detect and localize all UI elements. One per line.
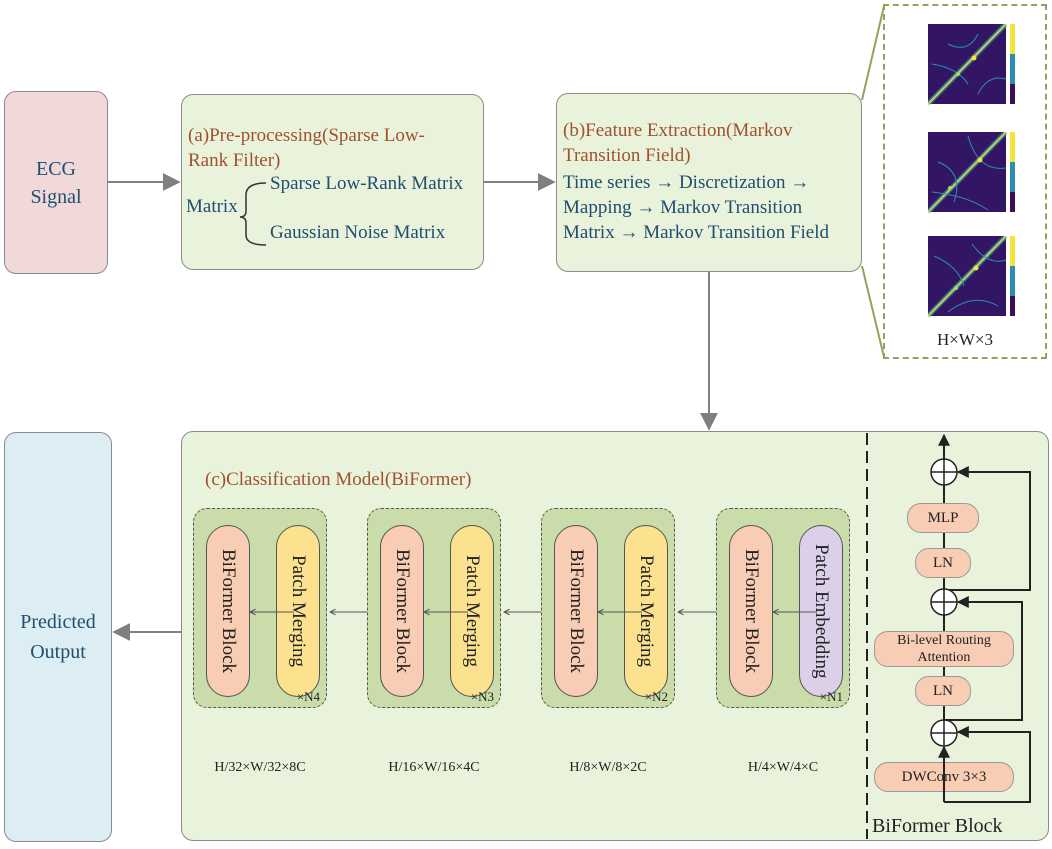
predicted-label-line2: Output	[30, 641, 86, 663]
biformer-block-title: BiFormer Block	[872, 815, 1003, 837]
attention-label-line1: Bi-level Routing	[897, 633, 991, 648]
mtf-images-panel: H×W×3	[883, 4, 1047, 359]
feature-desc-line1: Time series → Discretization →	[563, 172, 810, 193]
mlp-box: MLP	[907, 503, 979, 533]
attention-box: Bi-level Routing Attention	[874, 631, 1014, 667]
mtf-image-1	[928, 24, 1015, 106]
ecg-signal-box: ECG Signal	[4, 91, 108, 274]
feature-extraction-box: (b)Feature Extraction(Markov Transition …	[556, 93, 862, 272]
stage-multiplier: ×N4	[296, 689, 320, 704]
plus-icon	[931, 459, 957, 746]
stage-3-dim: H/16×W/16×4C	[388, 760, 480, 775]
mtf-size-label: H×W×3	[937, 330, 993, 349]
ln-box-top: LN	[915, 548, 971, 578]
patch-merging-pill: Patch Merging	[450, 525, 494, 697]
stage-2-dim: H/8×W/8×2C	[569, 760, 647, 775]
biformer-block-pill: BiFormer Block	[380, 525, 424, 697]
stage-multiplier: ×N2	[644, 689, 668, 704]
preprocessing-box: (a)Pre-processing(Sparse Low- Rank Filte…	[181, 94, 484, 270]
stage-4-dim: H/32×W/32×8C	[214, 760, 306, 775]
mtf-image-3	[928, 236, 1015, 318]
feature-title-line2: Transition Field)	[563, 145, 691, 166]
predicted-output-box: Predicted Output	[4, 432, 112, 842]
ecg-label-line1: ECG	[36, 157, 76, 180]
patch-merging-pill: Patch Merging	[276, 525, 320, 697]
stage-multiplier: ×N3	[470, 689, 494, 704]
brace-icon	[239, 182, 267, 246]
zoom-line-top	[861, 5, 885, 101]
stage-3: BiFormer Block Patch Merging ×N3	[367, 508, 501, 708]
biformer-block-pill: BiFormer Block	[206, 525, 250, 697]
feature-desc-line2: Mapping → Markov Transition	[563, 197, 803, 218]
feature-desc-line3: Matrix → Markov Transition Field	[563, 222, 830, 243]
stage-4: BiFormer Block Patch Merging ×N4	[193, 508, 327, 708]
ecg-label-line2: Signal	[30, 185, 82, 208]
gaussian-noise-label: Gaussian Noise Matrix	[270, 222, 446, 243]
attention-label-line2: Attention	[917, 650, 971, 665]
stage-multiplier: ×N1	[819, 689, 843, 704]
sparse-low-rank-label: Sparse Low-Rank Matrix	[270, 173, 464, 194]
patch-embedding-pill: Patch Embedding	[799, 525, 843, 697]
zoom-line-bottom	[861, 265, 885, 358]
feature-title-line1: (b)Feature Extraction(Markov	[563, 120, 793, 141]
model-title: (c)Classification Model(BiFormer)	[205, 469, 472, 490]
mtf-image-2	[928, 132, 1015, 214]
stage-1-dim: H/4×W/4×C	[747, 760, 819, 775]
biformer-block-flow	[938, 433, 1031, 803]
preprocessing-title-line1: (a)Pre-processing(Sparse Low-	[188, 125, 425, 146]
predicted-label-line1: Predicted	[20, 611, 96, 633]
patch-merging-pill: Patch Merging	[624, 525, 668, 697]
preprocessing-title-line2: Rank Filter)	[188, 150, 281, 171]
ln-box-bottom: LN	[915, 676, 971, 706]
matrix-label: Matrix	[186, 196, 238, 217]
